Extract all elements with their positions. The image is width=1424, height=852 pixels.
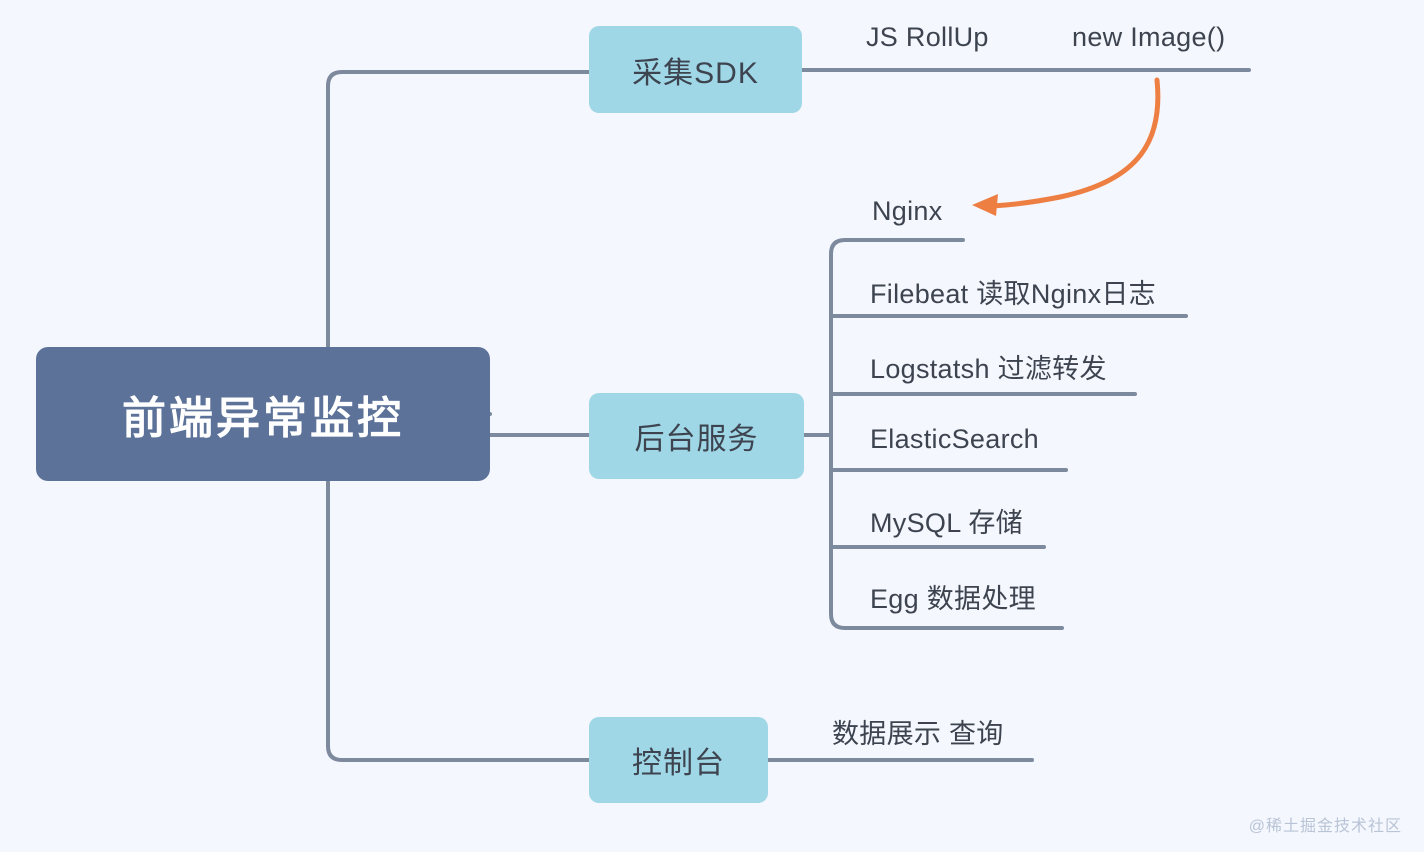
branch-node-console[interactable]: 控制台: [589, 717, 768, 803]
branch-node-backend[interactable]: 后台服务: [589, 393, 804, 479]
leaf-label-nginx[interactable]: Nginx: [872, 196, 943, 226]
leaf-label-logstatsh[interactable]: Logstatsh 过滤转发: [870, 354, 1107, 384]
root-node[interactable]: 前端异常监控: [36, 347, 490, 481]
branch-node-sdk[interactable]: 采集SDK: [589, 26, 802, 113]
leaf-label-elasticsearch[interactable]: ElasticSearch: [870, 424, 1039, 454]
annotation-arrow: [972, 77, 1161, 216]
watermark: @稀土掘金技术社区: [1248, 818, 1402, 835]
leaf-label-filebeat[interactable]: Filebeat 读取Nginx日志: [870, 279, 1156, 309]
leaf-label-egg[interactable]: Egg 数据处理: [870, 584, 1036, 614]
leaf-label-mysql[interactable]: MySQL 存储: [870, 508, 1023, 538]
leaf-label-js-rollup[interactable]: JS RollUp: [866, 22, 989, 52]
leaf-label-console-display-query[interactable]: 数据展示 查询: [832, 719, 1004, 749]
leaf-label-new-image[interactable]: new Image(): [1072, 22, 1226, 52]
